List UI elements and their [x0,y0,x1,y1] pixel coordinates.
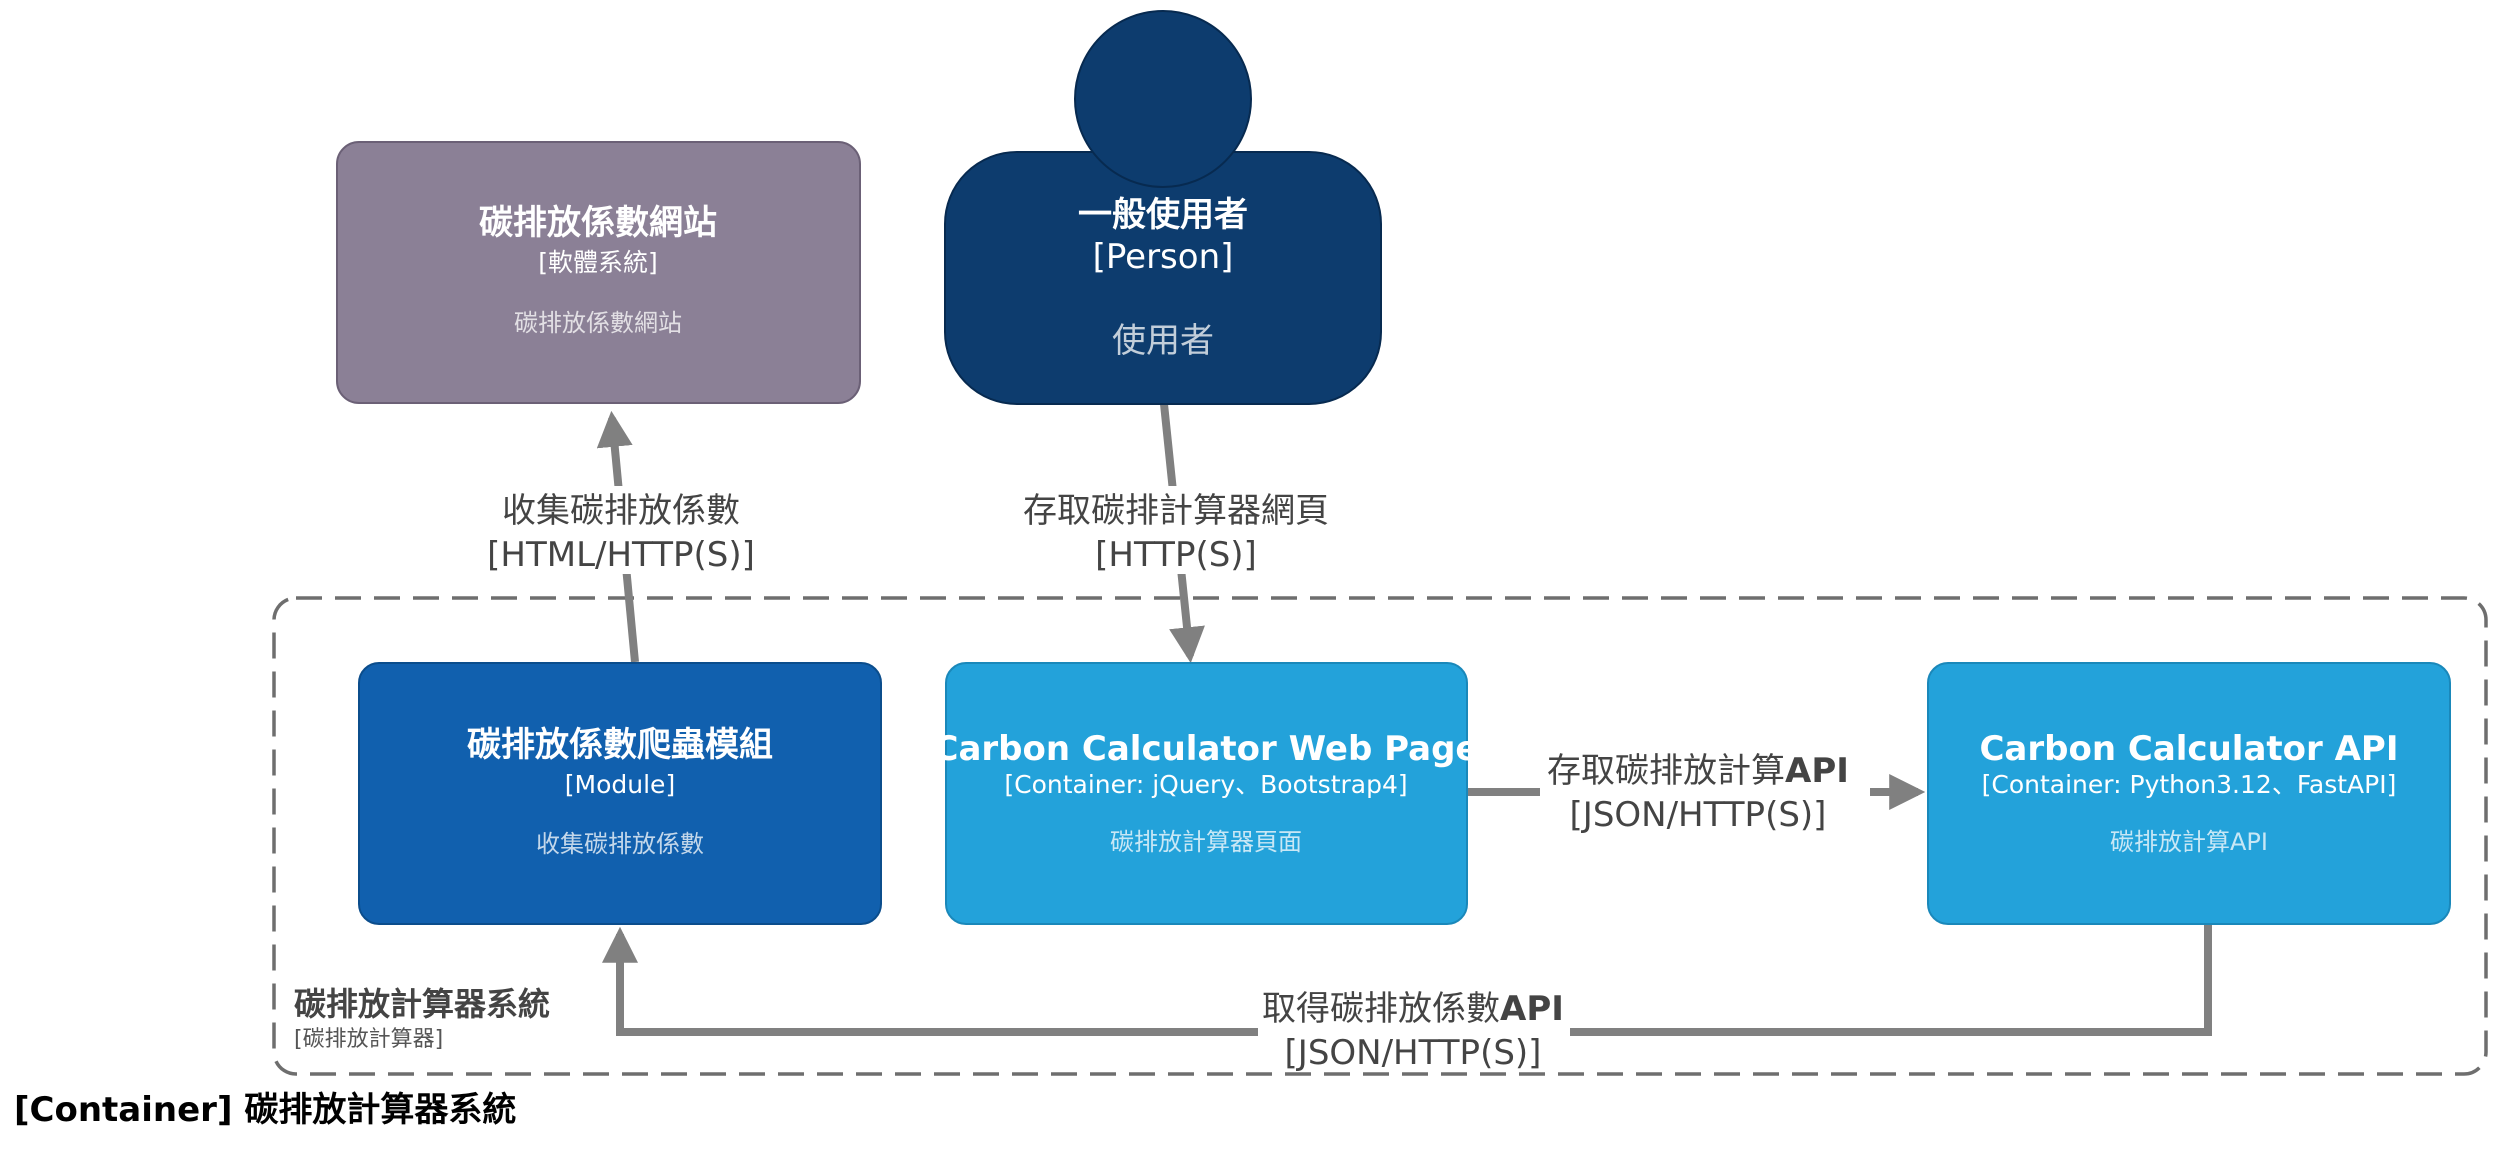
edge-label-protocol: [HTML/HTTP(S)] [487,535,755,575]
edge-label-bg [1016,486,1336,574]
diagram-title: [Container] 碳排放計算器系統 [14,1090,516,1130]
edge-label-main: 取得碳排放係數 [1262,989,1500,1029]
edge-label-webpage-api: 存取碳排放計算API [JSON/HTTP(S)] [1540,746,1870,838]
edge-label-text: 取得碳排放係數API [1262,989,1564,1029]
edge-label-suffix: API [1785,751,1849,791]
edge-label-text: 存取碳排計算器網頁 [1023,491,1329,531]
edge-label-main: 存取碳排放計算 [1547,751,1785,791]
edge-label-protocol: [JSON/HTTP(S)] [1285,1033,1542,1073]
edge-label-protocol: [JSON/HTTP(S)] [1570,795,1827,835]
api-box [1927,662,2451,925]
crawler-module-node: 碳排放係數爬蟲模組 [Module] 收集碳排放係數 [358,662,882,925]
boundary-label: 碳排放計算器系統 [294,985,550,1023]
system-boundary: 碳排放計算器系統 [碳排放計算器] [272,596,2488,1076]
person-node: 一般使用者 [Person] 使用者 [944,10,1382,405]
person-type: [Person] [1093,237,1234,277]
boundary-frame [272,596,2488,1076]
web-page-node: Carbon Calculator Web Page [Container: j… [934,662,1479,925]
edge-label-text: 收集碳排放係數 [502,491,740,531]
web-page-box [945,662,1468,925]
edge-label-bg [1258,992,1570,1072]
edge-label-suffix: API [1500,989,1564,1029]
boundary-type: [碳排放計算器] [294,1027,443,1052]
external-system-title: 碳排放係數網站 [479,203,717,243]
external-system-type: [軟體系統] [538,248,658,277]
crawler-module-box [358,662,882,925]
external-system-box [336,141,861,404]
person-body [944,151,1382,405]
edge-label-text: 存取碳排放計算API [1547,751,1849,791]
edge-label-protocol: [HTTP(S)] [1095,535,1257,575]
api-description: 碳排放計算API [2110,828,2268,856]
edge-label-bg [480,486,780,574]
api-node: Carbon Calculator API [Container: Python… [1927,662,2451,925]
api-type: [Container: Python3.12、FastAPI] [1982,770,2397,799]
api-title: Carbon Calculator API [1979,729,2398,769]
crawler-module-title: 碳排放係數爬蟲模組 [467,725,773,765]
edge-label-api-crawler: 取得碳排放係數API [JSON/HTTP(S)] [1258,989,1570,1073]
edge-label-person-webpage: 存取碳排計算器網頁 [HTTP(S)] [1016,486,1336,575]
crawler-module-description: 收集碳排放係數 [536,830,704,858]
web-page-title: Carbon Calculator Web Page [934,729,1479,769]
crawler-module-type: [Module] [565,770,675,799]
person-head [1074,10,1252,188]
web-page-description: 碳排放計算器頁面 [1110,828,1302,856]
person-title: 一般使用者 [1078,195,1248,235]
edge-label-bg [1540,746,1870,838]
person-description: 使用者 [1112,321,1214,361]
external-system-node: 碳排放係數網站 [軟體系統] 碳排放係數網站 [336,141,861,404]
edge-label-crawler-website: 收集碳排放係數 [HTML/HTTP(S)] [480,486,780,575]
external-system-description: 碳排放係數網站 [514,309,682,337]
web-page-type: [Container: jQuery、Bootstrap4] [1004,770,1407,799]
